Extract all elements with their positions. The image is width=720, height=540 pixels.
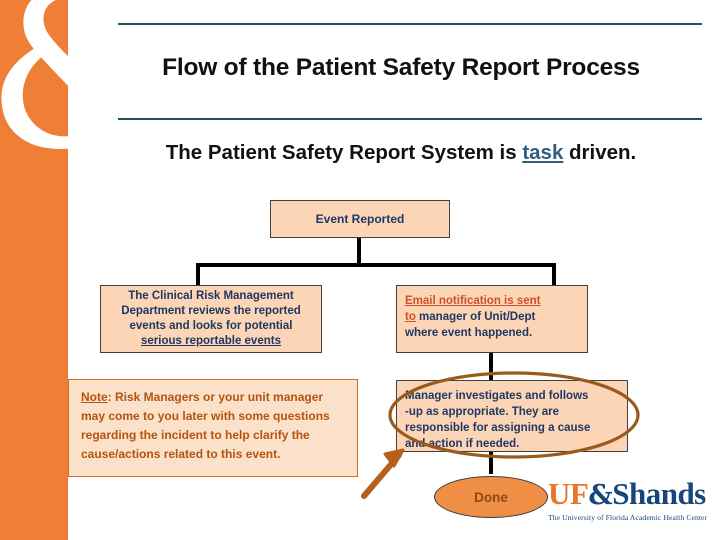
flow-box-email-notification[interactable]: Email notification is sent to manager of …	[396, 285, 588, 353]
flow-box-event-reported[interactable]: Event Reported	[270, 200, 450, 238]
logo-uf-text: UF	[548, 476, 589, 511]
done-button-label: Done	[474, 489, 508, 505]
uf-shands-logo: UF&Shands The University of Florida Acad…	[548, 478, 708, 524]
logo-shands-text: Shands	[612, 476, 706, 511]
flow-box-clinical-risk-management[interactable]: The Clinical Risk Management Department …	[100, 285, 322, 353]
note-text: : Risk Managers or your unit manager may…	[81, 390, 330, 461]
hand-drawn-arrowhead-icon	[383, 448, 405, 468]
logo-wordmark: UF&Shands	[548, 478, 708, 512]
crm-line-1: The Clinical Risk Management	[128, 290, 294, 302]
note-label: Note	[81, 390, 108, 404]
crm-line-3: events and looks for potential	[129, 320, 293, 332]
note-body: Note: Risk Managers or your unit manager…	[81, 388, 347, 464]
manager-body: Manager investigates and follows -up as a…	[405, 388, 590, 452]
left-orange-band: &	[0, 0, 106, 540]
subtitle-text-after: driven.	[563, 141, 637, 164]
header-bottom-rule	[118, 118, 702, 120]
email-rest-2: where event happened.	[405, 327, 533, 339]
connector-event-down	[357, 238, 361, 266]
subtitle-text-before: The Patient Safety Report System is	[165, 141, 523, 164]
page-title: Flow of the Patient Safety Report Proces…	[162, 54, 640, 81]
done-button[interactable]: Done	[434, 476, 548, 518]
connector-email-to-manager	[489, 353, 493, 381]
logo-tagline: The University of Florida Academic Healt…	[548, 513, 708, 522]
email-rest-1: manager of Unit/Dept	[415, 311, 536, 323]
manager-line-3: responsible for assigning a cause	[405, 422, 591, 434]
email-link-line-2[interactable]: to	[405, 311, 416, 323]
subtitle-keyword-task[interactable]: task	[522, 141, 564, 164]
crm-line-4-serious-reportable-events[interactable]: serious reportable events	[141, 335, 281, 347]
note-callout-box[interactable]: Note: Risk Managers or your unit manager…	[68, 379, 358, 477]
manager-line-2: -up as appropriate. They are	[405, 406, 560, 418]
page-subtitle: The Patient Safety Report System is task…	[100, 141, 702, 165]
email-box-body: Email notification is sent to manager of …	[405, 293, 540, 341]
connector-branch-right	[552, 263, 556, 287]
connector-branch-left	[196, 263, 200, 287]
connector-manager-to-done	[489, 452, 493, 474]
flow-box-manager-investigates[interactable]: Manager investigates and follows -up as a…	[396, 380, 628, 452]
header-top-rule	[118, 23, 702, 25]
email-link-line-1[interactable]: Email notification is sent	[405, 295, 541, 307]
flow-box-event-reported-label: Event Reported	[315, 211, 405, 226]
decorative-ampersand-glyph: &	[0, 0, 106, 172]
crm-line-2: Department reviews the reported	[121, 305, 301, 317]
connector-horizontal-split	[196, 263, 556, 267]
manager-line-4: and action if needed.	[405, 438, 520, 450]
hand-drawn-arrow-icon	[361, 452, 402, 499]
manager-line-1: Manager investigates and follows	[405, 390, 589, 402]
logo-ampersand-icon: &	[588, 480, 613, 511]
